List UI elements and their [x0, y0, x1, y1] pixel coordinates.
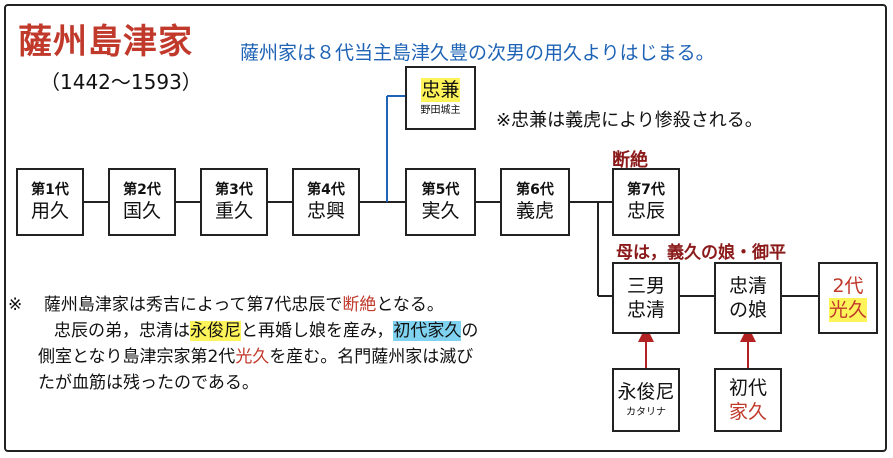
gen-label: 第1代	[31, 182, 69, 198]
intro-text: 薩州家は８代当主島津久豊の次男の用久よりはじまる。	[240, 42, 715, 64]
note-line2d: 初代家久	[393, 321, 462, 341]
ietada-line2: 家久	[728, 401, 767, 423]
gen-box-2: 第2代 国久	[108, 168, 176, 236]
eishunni-name: 永俊尼	[617, 381, 675, 403]
gen-name: 重久	[214, 200, 253, 222]
dansetsu-label: 断絶	[612, 150, 648, 171]
gen-name: 義虎	[515, 200, 554, 222]
note-line3a: 側室となり島津宗家第2代	[38, 347, 236, 367]
gen-label: 第4代	[307, 182, 345, 198]
daughter-line2: の娘	[728, 299, 767, 321]
explanation-note: ※ 薩州島津家は秀吉によって第7代忠辰で断絶となる。 忠辰の弟，忠清は永俊尼と再…	[8, 292, 598, 396]
note-line2c: と再婚し娘を産み，	[241, 321, 394, 341]
tadakane-note: ※忠兼は義虎により惨殺される。	[496, 110, 763, 131]
gen-label: 第5代	[421, 182, 460, 198]
tadakane-sub: 野田城主	[420, 105, 461, 116]
note-line2a: 忠辰の弟，忠清は	[54, 321, 190, 341]
note-line1b: 断絶	[342, 295, 377, 315]
gen-label: 第2代	[123, 182, 161, 198]
third-son-box: 三男 忠清	[612, 262, 680, 334]
gen-name: 忠辰	[626, 200, 665, 222]
gen-label: 第3代	[215, 182, 253, 198]
gen-label: 第7代	[627, 182, 665, 198]
note-line2b: 永俊尼	[190, 321, 241, 341]
note-line1a: 薩州島津家は秀吉によって第7代忠辰で	[43, 295, 343, 315]
note-mark: ※	[8, 295, 23, 315]
mitsuhisa-gen: 2代	[832, 275, 864, 297]
tadakane-box: 忠兼 野田城主	[405, 66, 476, 130]
gen-box-5: 第5代 実久	[405, 168, 476, 236]
diagram-frame	[4, 4, 887, 452]
note-line2e: の	[461, 321, 479, 341]
note-line4: たが血筋は残ったのである。	[38, 373, 259, 393]
gen-name: 国久	[122, 200, 161, 222]
gen-box-7: 第7代 忠辰	[612, 168, 680, 236]
mother-label: 母は，義久の娘・御平	[616, 243, 786, 263]
year-range: （1442～1593）	[40, 70, 202, 94]
eishunni-sub: カタリナ	[626, 407, 666, 418]
gen-box-3: 第3代 重久	[200, 168, 268, 236]
page-title: 薩州島津家	[18, 22, 193, 62]
mitsuhisa-name: 光久	[828, 298, 867, 322]
gen-name: 用久	[30, 200, 69, 222]
gen-name: 忠興	[306, 200, 345, 222]
daughter-line1: 忠清	[728, 275, 767, 297]
eishunni-box: 永俊尼 カタリナ	[612, 368, 680, 432]
third-son-line2: 忠清	[626, 299, 665, 321]
gen-name: 実久	[421, 200, 460, 222]
note-line3c: を産む。名門薩州家は滅び	[269, 347, 474, 367]
third-son-line1: 三男	[626, 275, 665, 297]
ietada-box: 初代 家久	[714, 368, 782, 432]
ietada-line1: 初代	[728, 377, 767, 399]
mitsuhisa-box: 2代 光久	[818, 262, 878, 334]
daughter-box: 忠清 の娘	[714, 262, 782, 334]
gen-box-4: 第4代 忠興	[292, 168, 360, 236]
note-line1c: となる。	[376, 295, 444, 315]
gen-box-1: 第1代 用久	[16, 168, 84, 236]
note-line3b: 光久	[235, 347, 270, 367]
gen-box-6: 第6代 義虎	[500, 168, 570, 236]
tadakane-name: 忠兼	[421, 78, 460, 102]
gen-label: 第6代	[516, 182, 554, 198]
